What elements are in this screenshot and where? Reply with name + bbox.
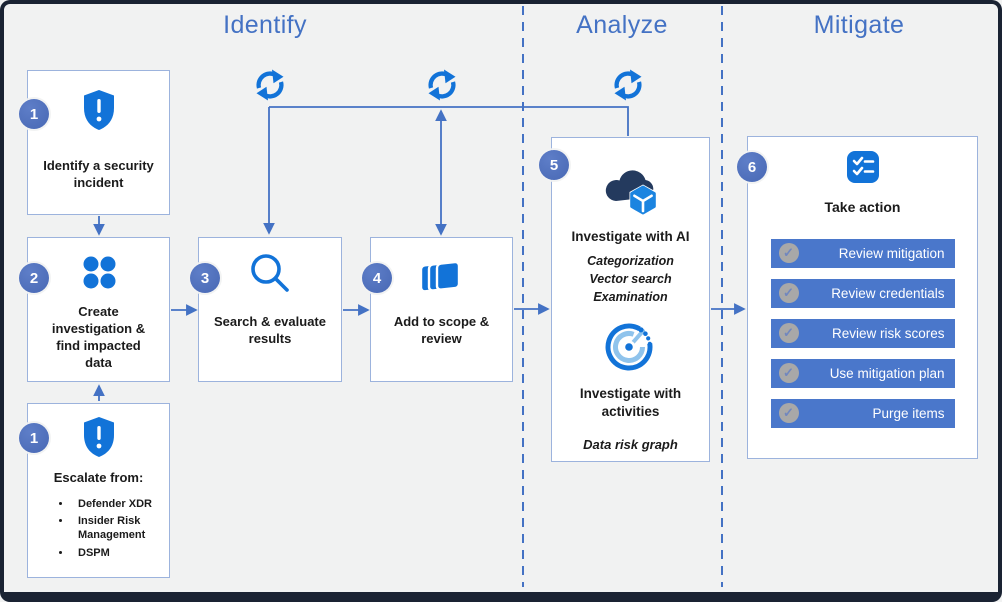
sync-icon [257, 70, 284, 101]
investigate-activities-method: Data risk graph [583, 437, 678, 453]
task-list-icon [845, 149, 881, 190]
step-card-identify-incident: 1 Identify a security incident [19, 70, 170, 215]
step-card-escalate-from: 1 Escalate from: Defender XDR Insider Ri… [19, 403, 170, 578]
ai-method: Categorization [587, 254, 674, 268]
phase-header-identify: Identify [223, 11, 307, 39]
action-label: Review risk scores [831, 326, 945, 341]
phase-header-analyze: Analyze [576, 11, 668, 39]
action-label: Use mitigation plan [829, 366, 945, 381]
check-circle-icon: ✓ [778, 243, 799, 263]
step-label: Create investigation & find impacted dat… [51, 304, 146, 370]
check-circle-icon: ✓ [778, 283, 799, 303]
escalate-source-item: Defender XDR [72, 497, 169, 511]
step-number-badge: 1 [19, 423, 49, 453]
escalate-source-list: Defender XDR Insider Risk Management DSP… [28, 497, 169, 563]
escalate-source-item: DSPM [72, 546, 169, 560]
investigate-activities-heading: Investigate with activities [579, 386, 682, 419]
check-circle-icon: ✓ [778, 363, 799, 383]
step-number-badge: 4 [362, 263, 392, 293]
cloud-cube-icon [599, 160, 663, 223]
activity-gauge-icon [603, 319, 659, 380]
step-number-badge: 5 [539, 150, 569, 180]
step-label: Identify a security incident [43, 158, 154, 190]
step-card-add-scope: 4 Add to scope & review [362, 237, 513, 382]
step-number-badge: 3 [190, 263, 220, 293]
take-action-heading: Take action [824, 199, 901, 215]
step-number-badge: 6 [737, 152, 767, 182]
step-card-search-evaluate: 3 Search & evaluate results [190, 237, 342, 382]
step-card-create-investigation: 2 Create investigation & find impacted d… [19, 237, 170, 382]
action-use-mitigation-plan: ✓ Use mitigation plan [770, 359, 955, 388]
shield-alert-icon [81, 416, 117, 463]
action-review-credentials: ✓ Review credentials [770, 279, 955, 308]
ai-method: Examination [593, 290, 668, 305]
action-review-mitigation: ✓ Review mitigation [770, 239, 955, 268]
sync-icon [615, 70, 642, 101]
step-label: Add to scope & review [393, 314, 490, 346]
step-number-badge: 1 [19, 99, 49, 129]
investigate-ai-heading: Investigate with AI [571, 229, 690, 244]
check-circle-icon: ✓ [778, 323, 799, 343]
action-review-risk-scores: ✓ Review risk scores [770, 319, 955, 348]
search-icon [247, 250, 293, 301]
escalate-heading: Escalate from: [53, 470, 144, 485]
dots-grid-icon [79, 252, 119, 297]
action-purge-items: ✓ Purge items [770, 399, 955, 428]
escalate-source-item: Insider Risk Management [72, 514, 169, 543]
stack-icon [418, 252, 466, 299]
action-label: Review mitigation [838, 246, 945, 261]
sync-icon [429, 70, 456, 101]
step-number-badge: 2 [19, 263, 49, 293]
shield-alert-icon [81, 89, 117, 136]
action-list: ✓ Review mitigation ✓ Review credentials… [770, 239, 955, 428]
action-label: Review credentials [831, 286, 945, 301]
phase-header-mitigate: Mitigate [813, 11, 905, 39]
check-circle-icon: ✓ [778, 403, 799, 423]
step-card-take-action: 6 Take action ✓ Review mitigation ✓ Revi… [737, 136, 978, 459]
step-label: Search & evaluate results [213, 314, 326, 346]
action-label: Purge items [872, 406, 945, 421]
ai-method: Vector search [589, 272, 672, 287]
step-card-investigate: 5 Investigate with AI Categorization Vec… [539, 137, 710, 462]
investigate-ai-methods: Categorization Vector search Examination [587, 252, 674, 306]
feedback-loop-line [269, 106, 629, 136]
